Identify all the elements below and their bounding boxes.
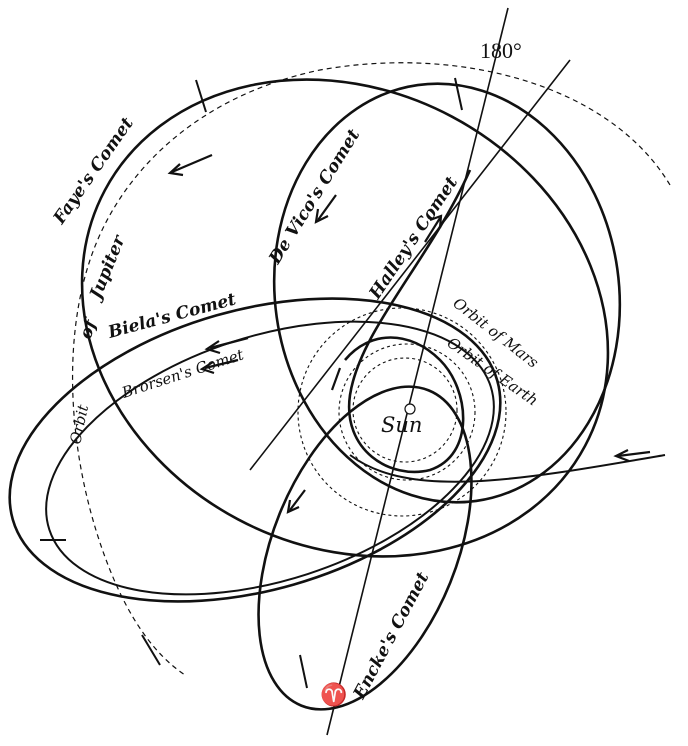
sun-marker [404, 403, 416, 415]
devico-comet-orbit [272, 82, 622, 504]
sun-label: Sun [381, 413, 422, 437]
mars-orbit [297, 307, 507, 517]
jupiter-of-label: of [76, 315, 102, 342]
venus-orbit [352, 357, 458, 463]
brorsen-comet-label: Brorsen's Comet [119, 345, 247, 402]
faye-comet-label: Faye's Comet [49, 114, 138, 229]
orbit-label: Orbit [66, 402, 92, 446]
halley-comet-label: Halley's Comet [365, 173, 462, 304]
halley-comet-orbit [344, 169, 472, 474]
direction-arrow [314, 194, 337, 224]
direction-arrow [204, 336, 249, 355]
tick-mark [454, 77, 463, 111]
tick-mark [141, 634, 161, 666]
tick-mark [299, 654, 308, 689]
jupiter-label: Jupiter [85, 232, 130, 305]
direction-arrow [613, 449, 651, 463]
earth-orbit [338, 343, 476, 481]
faye-comet-orbit [80, 78, 610, 558]
direction-arrow [286, 489, 306, 514]
direction-arrow [424, 214, 443, 243]
biela-comet-orbit [8, 297, 502, 603]
devico-comet-label: De Vico's Comet [265, 126, 365, 269]
aries-symbol: ♈ [320, 682, 347, 707]
direction-arrow [199, 358, 239, 375]
degree-180-label: 180° [480, 38, 522, 63]
direction-arrow [167, 153, 213, 177]
direction-arrow [330, 367, 342, 391]
tick-mark [195, 79, 207, 113]
jupiter-orbit [71, 62, 671, 676]
encke-comet-orbit [257, 385, 473, 711]
biela-comet-label: Biela's Comet [105, 289, 238, 343]
axis-line-180-aries [326, 7, 509, 736]
halley-comet-tail-path [349, 454, 666, 483]
